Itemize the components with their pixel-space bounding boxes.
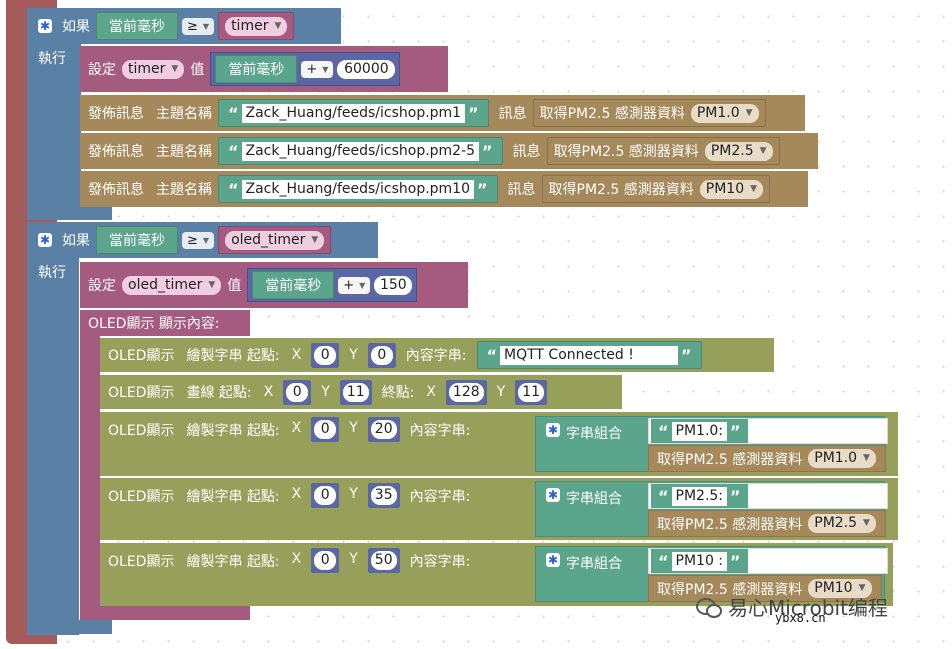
y-input[interactable]: 11: [342, 382, 369, 402]
compare-op-dropdown[interactable]: ≥▼: [182, 231, 215, 249]
text-string-block[interactable]: “MQTT Connected !”: [476, 341, 702, 369]
publish-block-pm1[interactable]: 發佈訊息 主題名稱 “Zack_Huang/feeds/icshop.pm1” …: [80, 95, 805, 131]
publish-block-pm25[interactable]: 發佈訊息 主題名稱 “Zack_Huang/feeds/icshop.pm2-5…: [80, 133, 818, 169]
watermark-logo: 易心Microbit编程: [696, 592, 888, 621]
compare-op-dropdown[interactable]: ≥▼: [182, 17, 215, 35]
value-label: 值: [227, 278, 242, 294]
millis-block[interactable]: 當前毫秒: [252, 271, 335, 299]
topic-string-block[interactable]: “Zack_Huang/feeds/icshop.pm1”: [218, 99, 489, 127]
y2-input[interactable]: 11: [518, 382, 545, 402]
string-input[interactable]: PM2.5:: [671, 486, 728, 506]
pm25-reading-block[interactable]: 取得PM2.5 感測器資料 PM10▼: [541, 175, 771, 203]
oled-display-foot: [80, 606, 250, 620]
math-op-dropdown[interactable]: +▼: [338, 276, 371, 294]
y-input[interactable]: 35: [370, 486, 397, 505]
millis-label: 當前毫秒: [109, 19, 165, 35]
join-string-block[interactable]: “PM2.5:”: [648, 483, 888, 509]
math-op-dropdown[interactable]: +▼: [301, 60, 334, 78]
set-label: 設定: [88, 278, 116, 294]
oled-timer-variable-dropdown[interactable]: oled_timer▼: [225, 230, 325, 250]
pm-option-dropdown[interactable]: PM10▼: [808, 579, 872, 598]
pm-option-dropdown[interactable]: PM2.5▼: [704, 141, 773, 161]
y-input[interactable]: 20: [370, 420, 397, 439]
condition-block[interactable]: 當前毫秒 ≥▼ timer▼: [96, 12, 295, 40]
set-timer-block[interactable]: 設定 timer▼ 值 當前毫秒 +▼ 60000: [80, 46, 448, 92]
x-input[interactable]: 0: [314, 420, 337, 439]
do-label-1: 執行: [38, 51, 66, 67]
oled-draw-text-mqtt[interactable]: OLED顯示 繪製字串 起點: X 0 Y 0 內容字串: “MQTT Conn…: [100, 338, 774, 372]
condition-block[interactable]: 當前毫秒 ≥▼ oled_timer▼: [96, 226, 332, 254]
topic-input[interactable]: Zack_Huang/feeds/icshop.pm10: [241, 179, 474, 199]
oled-draw-line[interactable]: OLED顯示 畫線 起點: X 0 Y 11 終點: X 128 Y 11: [100, 375, 622, 409]
join-string-block[interactable]: “PM10 :”: [648, 548, 888, 574]
if-block-2-header[interactable]: ✱ 如果 當前毫秒 ≥▼ oled_timer▼: [27, 222, 378, 258]
if-block-2-spine[interactable]: [27, 222, 79, 635]
gear-icon[interactable]: ✱: [546, 553, 560, 567]
publish-block-pm10[interactable]: 發佈訊息 主題名稱 “Zack_Huang/feeds/icshop.pm10”…: [80, 171, 808, 207]
topic-string-block[interactable]: “Zack_Huang/feeds/icshop.pm2-5”: [218, 137, 503, 165]
timer-variable-dropdown[interactable]: timer▼: [225, 16, 288, 36]
x-input[interactable]: 0: [314, 486, 337, 505]
millis-block[interactable]: 當前毫秒: [215, 55, 298, 83]
watermark-brand: 易心Microbit编程: [728, 596, 888, 620]
string-input[interactable]: PM1.0:: [671, 421, 728, 441]
gear-icon[interactable]: ✱: [546, 423, 560, 437]
y-input[interactable]: 0: [370, 345, 393, 365]
pm-option-dropdown[interactable]: PM1.0▼: [808, 449, 876, 468]
pm-option-dropdown[interactable]: PM2.5▼: [808, 514, 876, 533]
watermark-site: ybx8.cn: [775, 611, 826, 625]
pm25-reading-block[interactable]: 取得PM2.5 感測器資料 PM10▼: [648, 575, 882, 602]
millis-block[interactable]: 當前毫秒: [96, 12, 178, 40]
gear-icon[interactable]: ✱: [38, 19, 52, 33]
topic-input[interactable]: Zack_Huang/feeds/icshop.pm1: [241, 103, 466, 123]
oled-display-block[interactable]: [80, 310, 100, 620]
if-label: 如果: [62, 233, 90, 249]
math-add-block[interactable]: 當前毫秒 +▼ 60000: [210, 52, 401, 86]
x2-input[interactable]: 128: [448, 382, 484, 402]
value-label: 值: [190, 62, 205, 78]
pm25-reading-block[interactable]: 取得PM2.5 感測器資料 PM2.5▼: [546, 137, 780, 165]
gear-icon[interactable]: ✱: [546, 488, 560, 502]
oled-display-header[interactable]: OLED顯示 顯示內容:: [80, 310, 250, 336]
oled-timer-variable-block[interactable]: oled_timer▼: [218, 226, 332, 254]
set-var-dropdown[interactable]: timer▼: [122, 59, 185, 79]
pm25-reading-block[interactable]: 取得PM2.5 感測器資料 PM1.0▼: [648, 445, 886, 472]
if-block-1-header[interactable]: ✱ 如果 當前毫秒 ≥▼ timer▼: [27, 8, 341, 44]
pm25-reading-block[interactable]: 取得PM2.5 感測器資料 PM2.5▼: [648, 510, 886, 537]
pm-option-dropdown[interactable]: PM10▼: [699, 179, 764, 199]
set-oled-timer-block[interactable]: 設定 oled_timer▼ 值 當前毫秒 +▼ 150: [80, 262, 468, 308]
x-input[interactable]: 0: [286, 382, 309, 402]
topic-input[interactable]: Zack_Huang/feeds/icshop.pm2-5: [241, 141, 480, 161]
string-input[interactable]: PM10 :: [671, 551, 728, 571]
number-input[interactable]: 60000: [337, 59, 396, 79]
timer-variable-block[interactable]: timer▼: [218, 12, 295, 40]
if-block-1-foot: [27, 206, 112, 220]
join-string-block[interactable]: “PM1.0:”: [648, 418, 888, 444]
pm25-reading-block[interactable]: 取得PM2.5 感測器資料 PM1.0▼: [532, 99, 766, 127]
x-input[interactable]: 0: [314, 551, 337, 570]
y-input[interactable]: 50: [370, 551, 397, 570]
topic-string-block[interactable]: “Zack_Huang/feeds/icshop.pm10”: [218, 175, 498, 203]
if-block-2-foot: [27, 620, 112, 634]
gear-icon[interactable]: ✱: [38, 233, 52, 247]
do-label-2: 執行: [38, 265, 66, 281]
set-label: 設定: [88, 62, 116, 78]
if-label: 如果: [62, 19, 90, 35]
text-input[interactable]: MQTT Connected !: [500, 345, 679, 365]
millis-block[interactable]: 當前毫秒: [96, 226, 178, 254]
wechat-icon: [696, 596, 722, 618]
number-input[interactable]: 150: [374, 275, 413, 295]
x-input[interactable]: 0: [314, 345, 337, 365]
set-var-dropdown[interactable]: oled_timer▼: [122, 275, 222, 295]
pm-option-dropdown[interactable]: PM1.0▼: [690, 103, 759, 123]
math-add-block[interactable]: 當前毫秒 +▼ 150: [247, 268, 418, 302]
